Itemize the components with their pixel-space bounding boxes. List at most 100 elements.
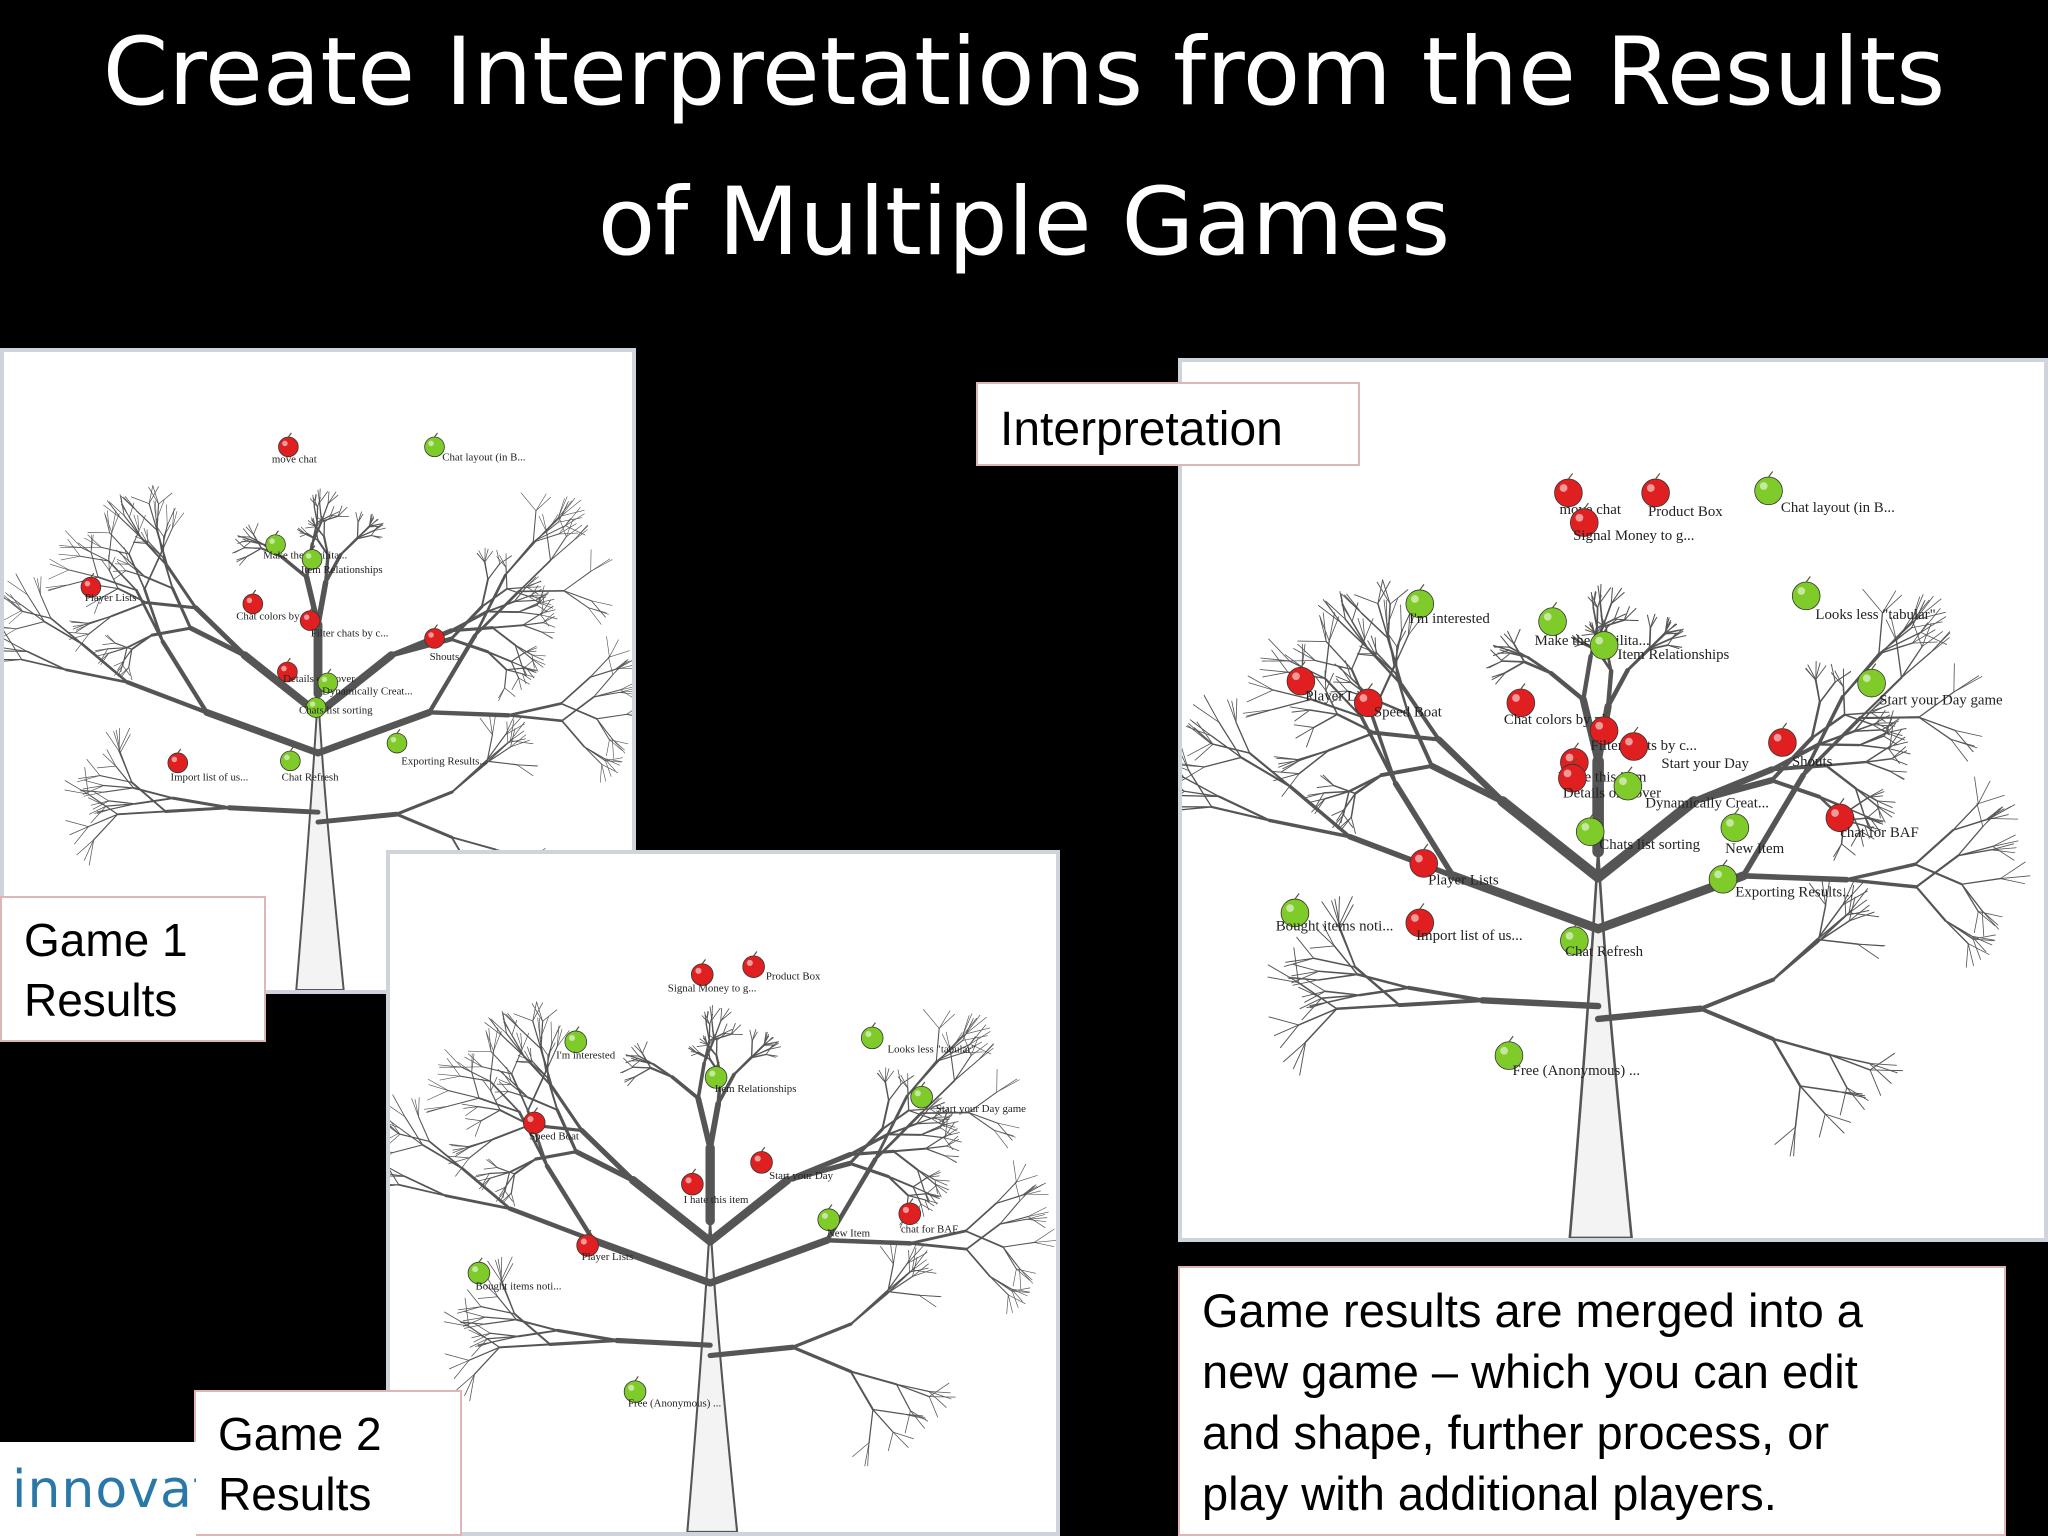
green-apple-item[interactable]: Exporting Results... xyxy=(1708,859,1853,901)
green-apple-icon xyxy=(860,1026,884,1050)
apple-highlight xyxy=(1714,870,1723,879)
red-apple-item[interactable]: Chat colors by pl... xyxy=(1504,683,1617,728)
game2-label-line-2: Results xyxy=(218,1468,372,1520)
green-apple-item[interactable]: Looks less "tabular" xyxy=(1791,576,1936,623)
green-apple-item[interactable]: Dynamically Creat... xyxy=(317,668,413,698)
apple-stem xyxy=(90,572,95,578)
description-box: Game results are merged into a new game … xyxy=(1178,1266,2006,1536)
apple-highlight xyxy=(1543,612,1552,621)
apple-highlight xyxy=(821,1212,828,1219)
apple-highlight xyxy=(1595,636,1604,645)
red-apple-item[interactable]: Shouts xyxy=(1768,722,1833,770)
apple-stem xyxy=(1294,893,1300,900)
apple-highlight xyxy=(282,440,288,447)
red-apple-item[interactable]: Player Lists xyxy=(1409,843,1499,889)
red-apple-item[interactable]: chat for BAF xyxy=(1825,798,1919,841)
apple-stem xyxy=(1419,584,1425,591)
red-apple-item[interactable]: Player Lists xyxy=(576,1229,633,1263)
red-apple-item[interactable]: Import list of us... xyxy=(1405,903,1523,944)
red-apple-item[interactable]: Speed Boat xyxy=(1354,683,1443,720)
green-apple-item[interactable]: Free (Anonymous) ... xyxy=(623,1376,721,1409)
red-apple-icon xyxy=(424,628,445,649)
red-apple-item[interactable]: Player Lists xyxy=(80,572,136,604)
apple-stem xyxy=(909,1198,914,1204)
red-apple-item[interactable]: Speed Boat xyxy=(523,1107,579,1143)
red-apple-item[interactable]: Start your Day xyxy=(1619,726,1750,772)
description-line-3: and shape, further process, or xyxy=(1202,1406,1830,1459)
red-apple-item[interactable]: Filter chats by c... xyxy=(299,606,389,640)
game1-tree-image: move chat Chat layout (in B... Player List… xyxy=(0,348,636,994)
red-apple-item[interactable]: Product Box xyxy=(742,951,821,983)
green-apple-icon xyxy=(1791,581,1821,611)
apple-highlight xyxy=(1773,733,1782,742)
apple-highlight xyxy=(1559,484,1568,492)
game1-label-line-2: Results xyxy=(24,974,178,1026)
apple-stem xyxy=(1734,807,1740,815)
apple-label: New Item xyxy=(1725,841,1784,857)
red-apple-item[interactable]: Product Box xyxy=(1641,473,1724,520)
apple-stem xyxy=(1571,758,1578,765)
apple-highlight xyxy=(246,597,253,604)
green-apple-icon xyxy=(386,732,408,754)
red-apple-item[interactable]: Signal Money to g... xyxy=(668,959,757,994)
apple-label: Chat colors by pl... xyxy=(1504,712,1617,728)
apple-label: Bought items noti... xyxy=(1276,918,1394,934)
red-apple-item[interactable]: I hate this item xyxy=(681,1168,749,1206)
apple-highlight xyxy=(428,632,434,638)
green-apple-item[interactable]: Dynamically Creat... xyxy=(1613,766,1769,812)
green-apple-item[interactable]: Chat Refresh xyxy=(1560,920,1644,960)
red-apple-item[interactable]: Import list of us... xyxy=(167,748,248,784)
apple-label: Signal Money to g... xyxy=(668,982,757,994)
apple-stem xyxy=(289,746,294,752)
apple-stem xyxy=(1768,471,1774,478)
green-apple-item[interactable]: Bought items noti... xyxy=(1276,893,1394,935)
apple-highlight xyxy=(1831,809,1839,817)
green-apple-item[interactable]: Start your Day game xyxy=(1857,663,2003,709)
slide-title: Create Interpretations from the Results … xyxy=(0,0,2048,298)
red-apple-item[interactable]: Chat colors by pl... xyxy=(236,589,319,623)
apple-stem xyxy=(1633,726,1639,733)
green-apple-item[interactable]: Chats list sorting xyxy=(299,693,373,718)
apple-stem xyxy=(921,1081,926,1087)
red-apple-item[interactable]: move chat xyxy=(272,432,317,466)
apple-label: Product Box xyxy=(766,970,821,982)
green-apple-item[interactable]: Free (Anonymous) ... xyxy=(1494,1035,1641,1079)
red-apple-item[interactable]: Signal Money to g... xyxy=(1569,502,1694,544)
apple-label: Import list of us... xyxy=(170,772,248,784)
apple-label: I'm interested xyxy=(1409,611,1490,627)
green-apple-item[interactable]: Bought items noti... xyxy=(467,1257,561,1293)
apple-label: Exporting Results... xyxy=(1735,885,1853,901)
green-apple-item[interactable]: Exporting Results... xyxy=(386,728,488,768)
green-apple-item[interactable]: Looks less "tabular" xyxy=(860,1022,975,1056)
green-apple-item[interactable]: Item Relationships xyxy=(1589,625,1730,663)
apple-label: Chats list sorting xyxy=(1599,837,1700,853)
green-apple-item[interactable]: New Item xyxy=(817,1204,871,1239)
apples: move chat Chat layout (in B... Player List… xyxy=(80,432,526,784)
green-apple-item[interactable]: Item Relationships xyxy=(301,545,383,577)
apple-label: chat for BAF xyxy=(1840,825,1918,841)
green-apple-item[interactable]: I'm interested xyxy=(1405,584,1490,627)
apple-highlight xyxy=(1415,854,1423,863)
red-apple-item[interactable]: Start your Day xyxy=(750,1146,834,1182)
green-apple-item[interactable]: Chats list sorting xyxy=(1575,811,1701,853)
green-apple-icon xyxy=(1708,864,1738,894)
apple-highlight xyxy=(281,665,287,672)
apple-stem xyxy=(1567,473,1574,480)
apple-highlight xyxy=(1292,672,1300,681)
red-apple-item[interactable]: Shouts xyxy=(424,624,460,663)
apple-label: Speed Boat xyxy=(1374,704,1443,720)
green-apple-item[interactable]: I'm interested xyxy=(556,1026,616,1062)
apple-stem xyxy=(177,748,182,754)
apple-label: Free (Anonymous) ... xyxy=(1513,1063,1641,1079)
apple-stem xyxy=(871,1022,876,1028)
green-apple-item[interactable]: Start your Day game xyxy=(910,1081,1026,1115)
green-apple-item[interactable]: New Item xyxy=(1720,807,1785,857)
red-apple-item[interactable]: chat for BAF xyxy=(898,1198,958,1236)
green-apple-item[interactable]: Item Relationships xyxy=(704,1061,796,1095)
apple-label: Chat layout (in B... xyxy=(1781,500,1895,516)
apple-highlight xyxy=(305,553,312,559)
green-apple-item[interactable]: Chat layout (in B... xyxy=(424,432,526,464)
green-apple-item[interactable]: Chat Refresh xyxy=(280,746,339,784)
green-apple-item[interactable]: Chat layout (in B... xyxy=(1754,471,1895,516)
apple-stem xyxy=(828,1204,833,1210)
